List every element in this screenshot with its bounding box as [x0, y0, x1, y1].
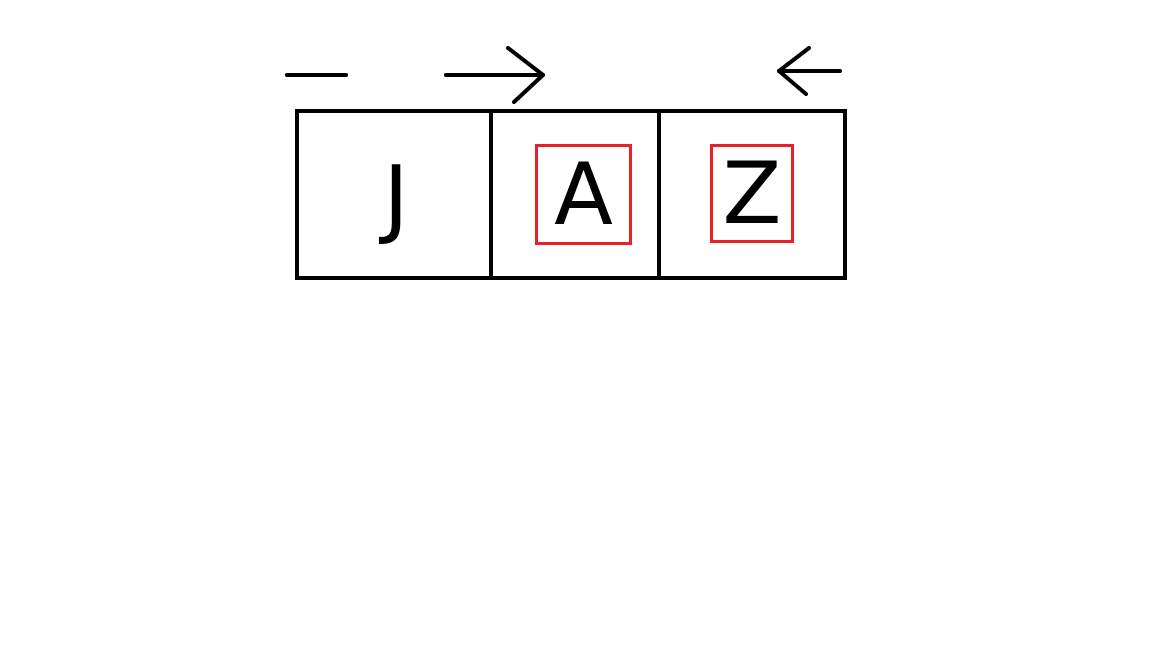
cell-letter: A	[554, 144, 613, 245]
highlight-box: A	[535, 144, 632, 245]
left-arrow-icon	[777, 46, 842, 96]
array-row: J A Z	[295, 109, 847, 280]
cell-letter: J	[383, 147, 409, 248]
array-cell-z: Z	[657, 113, 843, 276]
cell-letter: Z	[722, 143, 782, 244]
array-cell-j: J	[299, 113, 489, 276]
right-arrow-icon	[444, 46, 545, 104]
highlight-box: Z	[710, 144, 794, 243]
array-cell-a: A	[489, 113, 657, 276]
